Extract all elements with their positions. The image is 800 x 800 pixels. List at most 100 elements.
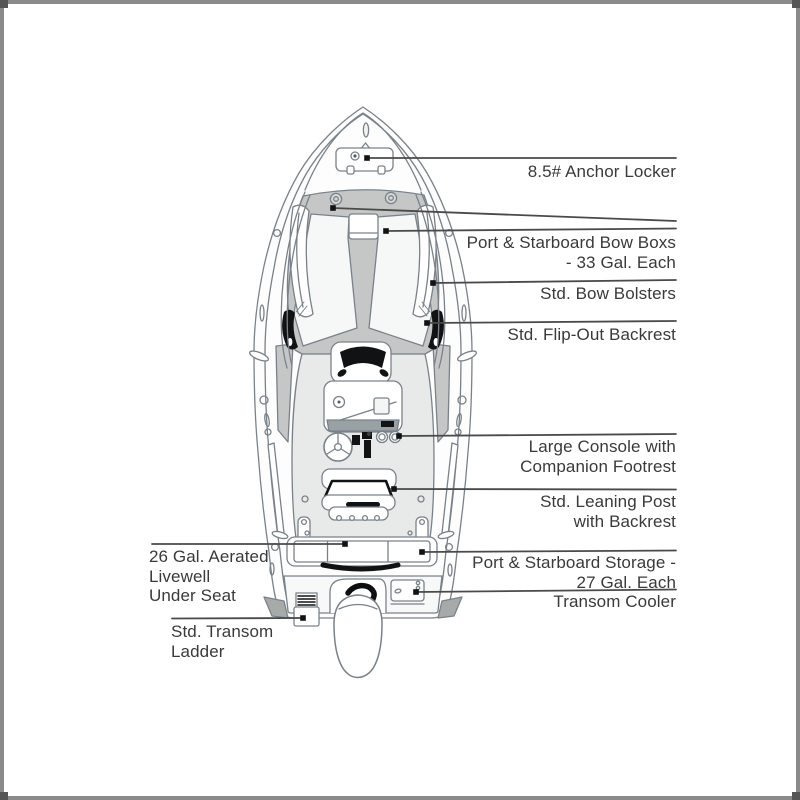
callout-line: - 33 Gal. Each (565, 252, 676, 272)
leader-dot (413, 589, 419, 595)
bow-vent-hatch-inner (388, 195, 394, 201)
outboard-motor (333, 594, 383, 679)
aft-bench (286, 530, 438, 572)
callout-line: Port & Starboard Bow Boxs (466, 233, 676, 252)
bow-vent-hatch (384, 191, 398, 205)
callout-anchor-locker: 8.5# Anchor Locker (528, 162, 676, 182)
deck-ring (457, 395, 467, 405)
bow-vent-hatch-inner (333, 196, 339, 202)
bow-sheer-line (304, 112, 422, 191)
leader-dot (396, 433, 402, 439)
callout-console: Large Console with Companion Footrest (520, 437, 676, 476)
deck-ring (417, 495, 425, 503)
callout-line: Transom Cooler (553, 592, 676, 611)
gunwale-slot (259, 304, 265, 322)
callout-line: Under Seat (149, 586, 236, 605)
locker-latch-pin (353, 154, 357, 158)
bolster-hinge-ticks (418, 301, 431, 317)
deck-ring (444, 542, 454, 552)
callout-bow-bolsters: Std. Bow Bolsters (540, 284, 676, 304)
console-group (323, 341, 403, 462)
callout-line: Std. Bow Bolsters (540, 284, 676, 303)
leader-lines (151, 157, 677, 620)
locker-hinge (377, 165, 386, 175)
leader-line-bow-box-port (332, 207, 677, 222)
deck-ring (301, 495, 309, 503)
deck-ring (264, 428, 272, 436)
callout-flip-out-backrest: Std. Flip-Out Backrest (508, 325, 676, 345)
deck-ring (259, 395, 269, 405)
wheel-hub (333, 442, 343, 452)
gunwale-slot (264, 412, 270, 428)
gunwale-hardware (248, 228, 478, 577)
transom (263, 575, 463, 679)
motor-cowl-seam (338, 603, 378, 610)
callout-line: Std. Transom (171, 622, 274, 641)
windshield (340, 346, 386, 368)
frame-corner (792, 0, 800, 8)
footrest (328, 506, 389, 521)
console-hatch (373, 397, 390, 415)
deck-ring (272, 228, 282, 238)
callout-storage: Port & Starboard Storage - 27 Gal. Each (472, 553, 676, 592)
leader-dot (391, 486, 397, 492)
leader-line-storage (421, 549, 677, 553)
footrest-hole (348, 514, 356, 522)
bow-light-slot (362, 122, 370, 138)
leader-dots (300, 155, 436, 621)
starboard-bow-box-seam (422, 212, 430, 308)
callout-line: Livewell (149, 566, 211, 586)
ladder-rungs (297, 595, 316, 606)
footrest-hole (373, 514, 381, 522)
bow-floor-panels (289, 204, 437, 347)
leader-dot (430, 280, 436, 286)
callout-transom-ladder: Std. Transom Ladder (171, 622, 273, 661)
leader-dot (383, 228, 389, 234)
locker-hinge (346, 165, 355, 175)
leader-dot (424, 320, 430, 326)
callout-line: Companion Footrest (520, 456, 676, 476)
gunwale-slot (447, 563, 453, 577)
compass-needle (337, 400, 341, 404)
leader-dot (300, 615, 306, 621)
leader-line-bow-box-starboard (385, 227, 677, 232)
gunwale-slot (456, 412, 462, 428)
footrest-hole (335, 514, 343, 522)
leader-dot (364, 155, 370, 161)
callout-line: 26 Gal. Aerated (149, 547, 269, 566)
leader-dot (342, 541, 348, 547)
leader-line-transom-cooler (415, 588, 677, 593)
cup-holder (375, 430, 389, 444)
cooler-screw (415, 580, 421, 586)
callout-line: 8.5# Anchor Locker (527, 162, 676, 181)
footrest-hole (361, 514, 369, 522)
leader-line-bow-bolsters (432, 279, 677, 284)
leader-line-console (398, 433, 677, 437)
leaning-post-pad (346, 502, 380, 507)
callout-line: 27 Gal. Each (576, 572, 676, 592)
callout-leaning-post: Std. Leaning Post with Backrest (540, 492, 676, 531)
callout-line: Large Console with (528, 437, 676, 456)
transom-cooler (390, 579, 425, 602)
leader-line-flip-out-backrest (426, 320, 677, 324)
transom-ladder-frame (293, 606, 320, 627)
compass (332, 395, 346, 409)
deck-screw (304, 530, 310, 536)
stern-cleat (437, 530, 455, 540)
center-bow-step (348, 213, 379, 240)
callout-livewell: 26 Gal. Aerated Livewell Under Seat (149, 547, 269, 606)
callout-line: Ladder (171, 641, 225, 661)
stern-wedge (437, 596, 463, 619)
callout-line: Std. Leaning Post (540, 492, 676, 511)
deck-screw (407, 530, 413, 536)
frame-corner (0, 0, 8, 8)
frame-corner (792, 792, 800, 800)
port-bow-box-seam (296, 212, 304, 308)
bow-vent-hatch (329, 192, 343, 206)
starboard-bolster-pad (428, 309, 444, 350)
seat-corner-pad (337, 369, 347, 377)
seat-corner-pad (379, 369, 389, 377)
callout-transom-cooler: Transom Cooler (553, 592, 676, 612)
